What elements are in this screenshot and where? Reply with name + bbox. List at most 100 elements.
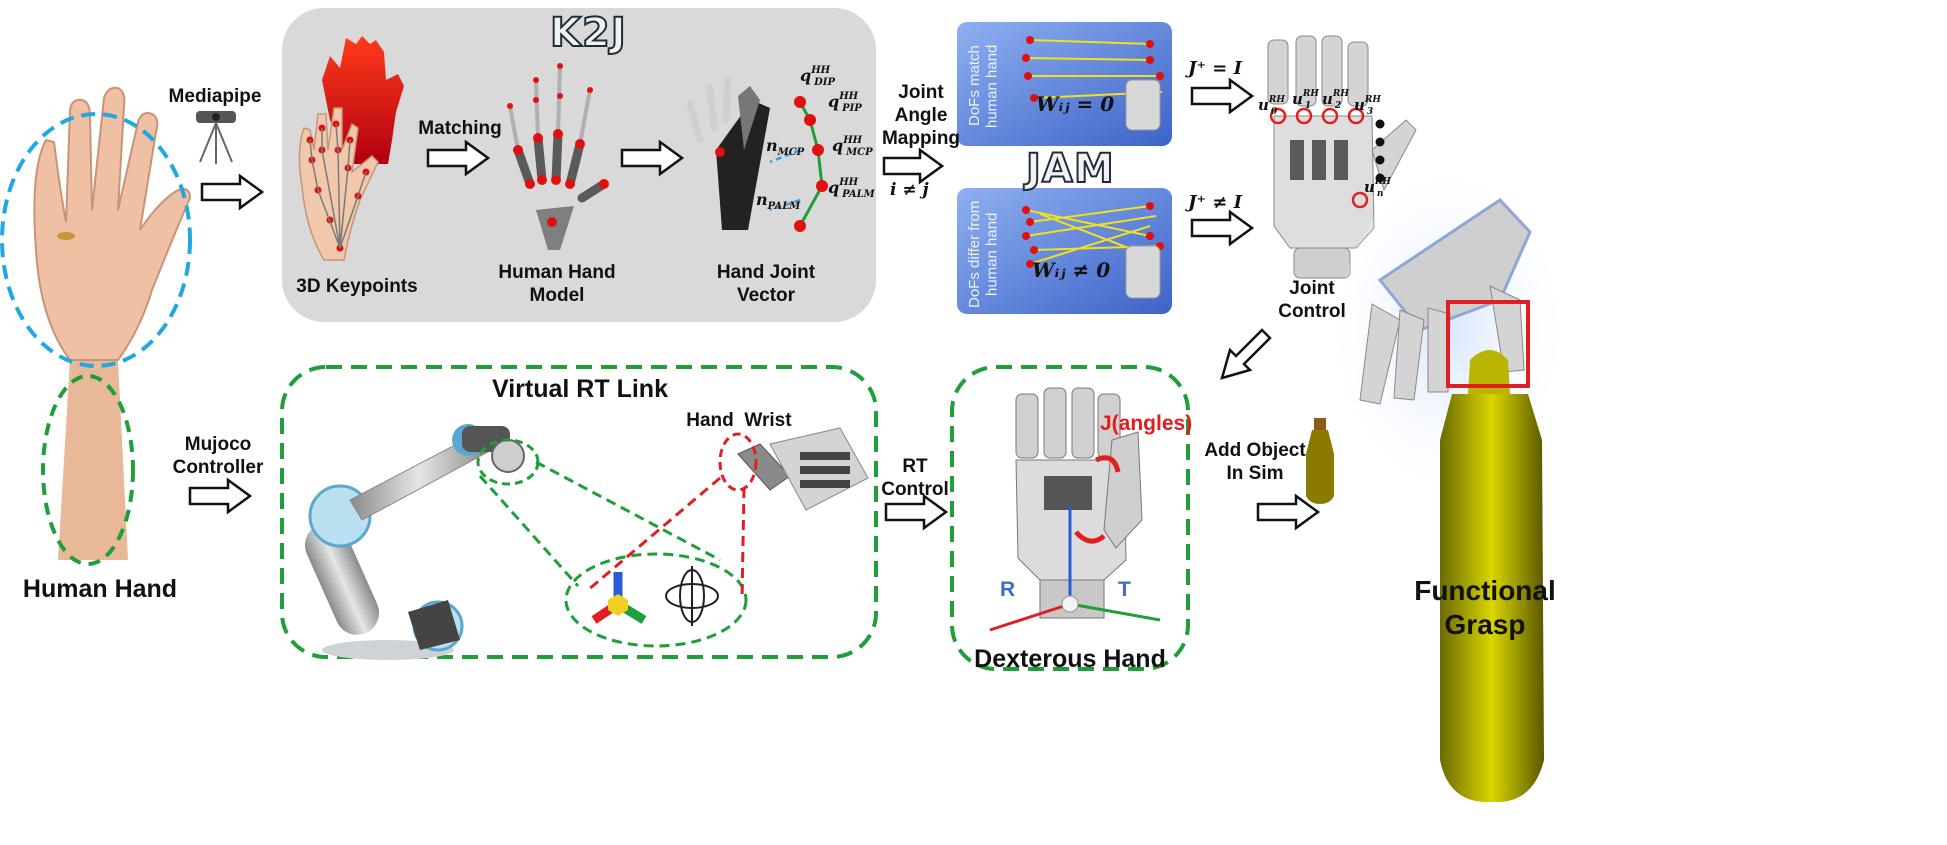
n-mcp-base: n (766, 136, 778, 155)
q-palm-sup: HH (839, 177, 859, 188)
jam-match-panel (957, 22, 1172, 146)
robot-arm-image (304, 424, 525, 660)
math-un: uRH n (1364, 177, 1397, 199)
n-mcp-sub: MCP (777, 147, 805, 158)
q-dip-base: q (800, 66, 812, 85)
label-human-hand-model: Human Hand Model (498, 262, 616, 306)
zoom-line-right (535, 460, 721, 562)
joint-control-robot-hand-image (1267, 35, 1417, 279)
label-matching: Matching (418, 118, 502, 139)
math-q-pip: qHHPIP (828, 91, 878, 114)
arrow-joint-to-dex (1220, 328, 1272, 380)
human-hand-model-image (507, 63, 609, 250)
label-joint-angle-mapping: Joint Angle Mapping (881, 82, 961, 149)
u0-sub: 0 (1270, 107, 1278, 117)
u3-sup: RH (1364, 95, 1381, 105)
jam-differ-panel (957, 188, 1172, 314)
q-mcp-sup: HH (843, 135, 863, 146)
label-virtual-rt-link: Virtual RT Link (492, 375, 668, 403)
label-j-angles: J(angles) (1100, 412, 1193, 435)
math-n-palm: nPALM (756, 190, 801, 212)
math-jplus-eq-i: J⁺ = I (1188, 58, 1243, 79)
jam-robot-hand-b (1125, 245, 1161, 299)
hand-joint-vector-image (686, 76, 828, 232)
arrow-joint-mapping (882, 147, 945, 185)
u3-base: u (1354, 96, 1365, 114)
tri-axis-icon (591, 572, 647, 624)
label-axis-r: R (1000, 578, 1016, 601)
human-hand-image (33, 86, 192, 560)
small-bottle-icon (1306, 418, 1334, 504)
math-u0: uRH 0 (1258, 95, 1291, 117)
q-mcp-base: q (832, 136, 844, 155)
math-n-mcp: nMCP (766, 136, 805, 158)
u1-sub: 1 (1304, 101, 1312, 111)
label-rt-control: RT Control (881, 456, 949, 500)
u0-base: u (1258, 96, 1269, 114)
hand-cyan-dashed-circle (0, 112, 192, 368)
math-i-neq-j: i ≠ j (890, 180, 929, 200)
u2-sub: 2 (1334, 101, 1342, 111)
label-add-object: Add Object In Sim (1204, 440, 1306, 484)
jam-title: JAM (1025, 145, 1115, 193)
u2-sup: RH (1332, 89, 1349, 99)
math-jplus-neq-i: J⁺ ≠ I (1188, 192, 1243, 213)
math-u1: uRH 1 (1292, 89, 1325, 111)
camera-icon (196, 111, 236, 164)
math-q-dip: qHHDIP (800, 65, 851, 88)
n-palm-sub: PALM (767, 201, 801, 212)
arrow-jplus-i (1190, 77, 1255, 115)
red-zoom-line-left (587, 476, 721, 592)
arrow-mediapipe (200, 173, 265, 211)
math-q-mcp: qHHMCP (832, 135, 889, 158)
label-joint-control: Joint Control (1278, 278, 1346, 322)
label-functional-grasp: Functional Grasp (1414, 575, 1556, 640)
jam-match-text: DoFs match human hand (966, 44, 1001, 128)
jam-robot-hand-a (1125, 79, 1161, 131)
un-sub: n (1376, 189, 1384, 199)
grasp-red-box (1446, 300, 1530, 388)
q-dip-sup: HH (811, 65, 831, 76)
arrow-add-object (1256, 493, 1321, 531)
q-palm-base: q (828, 178, 840, 197)
label-axis-t: T (1118, 578, 1131, 601)
rt-robot-hand-image (737, 427, 869, 511)
label-dexterous-hand: Dexterous Hand (974, 645, 1166, 673)
q-pip-sub: PIP (842, 103, 862, 114)
un-base: u (1364, 178, 1375, 196)
wrist-green-dashed-ellipse (41, 374, 135, 566)
q-pip-sup: HH (839, 91, 859, 102)
jam-keypoints (1022, 36, 1164, 268)
n-palm-base: n (756, 190, 768, 209)
math-q-palm: qHHPALM (828, 177, 891, 200)
u1-sup: RH (1302, 89, 1319, 99)
arrow-rt-control (884, 493, 949, 531)
arrow-mujoco (188, 477, 253, 515)
u3-sub: 3 (1366, 107, 1374, 117)
rt-zoom-ellipse (564, 552, 748, 648)
dexterous-hand-image (989, 387, 1161, 632)
label-mujoco-controller: Mujoco Controller (172, 434, 264, 478)
label-mediapipe: Mediapipe (168, 86, 262, 107)
q-mcp-sub: MCP (846, 147, 873, 158)
u2-base: u (1322, 90, 1333, 108)
un-sup: RH (1374, 177, 1391, 187)
arrow-matching (426, 139, 491, 177)
virtual-rt-link-panel (280, 365, 878, 659)
label-3d-keypoints: 3D Keypoints (296, 276, 418, 297)
label-human-hand: Human Hand (22, 575, 178, 603)
rotation-icon (665, 566, 719, 626)
zoom-line-left (478, 475, 580, 587)
u1-base: u (1292, 90, 1303, 108)
label-hand: Hand (686, 410, 734, 431)
k2j-title: K2J (549, 9, 627, 57)
q-dip-sub: DIP (814, 77, 835, 88)
q-pip-base: q (828, 92, 840, 111)
q-palm-sub: PALM (842, 189, 875, 200)
hand-wrist-red-circle (718, 432, 758, 492)
u0-sup: RH (1268, 95, 1285, 105)
label-hand-joint-vector: Hand Joint Vector (716, 262, 816, 306)
arrow-k2j-vector (620, 139, 685, 177)
red-zoom-line-right (740, 487, 746, 601)
